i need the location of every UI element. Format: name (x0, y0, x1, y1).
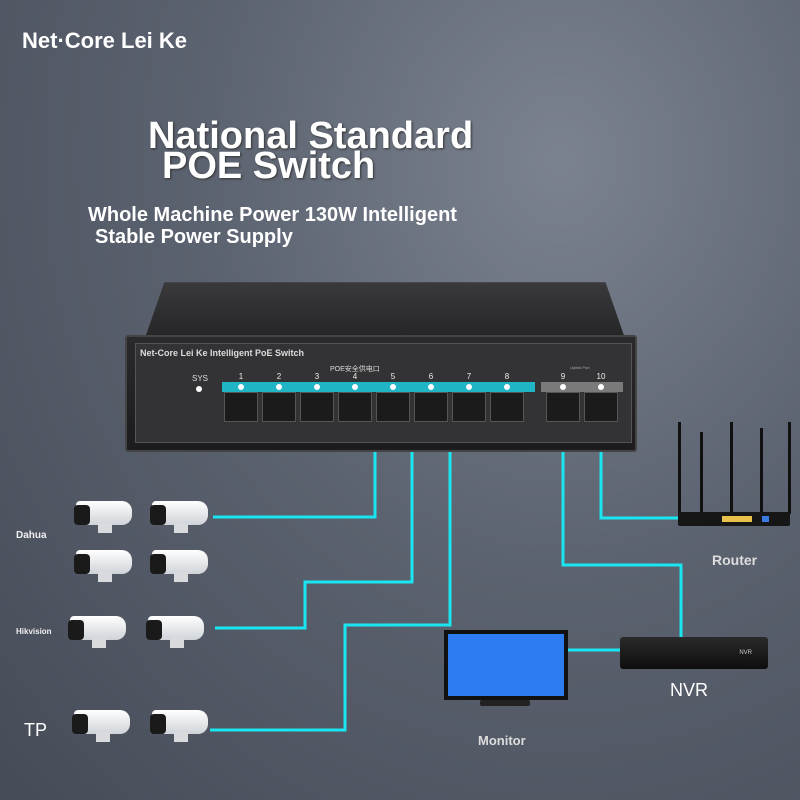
sys-label: SYS (192, 374, 209, 383)
cable-port5 (215, 420, 414, 630)
port-number-9: 9 (560, 372, 566, 381)
port-number-2: 2 (276, 372, 282, 381)
ethernet-port-1 (224, 392, 258, 422)
monitor (444, 630, 568, 700)
ethernet-port-5 (376, 392, 410, 422)
headline-line1: National Standard (148, 115, 474, 157)
port-led-5 (390, 384, 396, 390)
switch-top (145, 282, 625, 338)
monitor-stand (480, 700, 530, 706)
security-camera (70, 706, 132, 742)
cable-port10 (599, 420, 680, 520)
port-number-3: 3 (314, 372, 320, 381)
uplink-led-strip (541, 382, 623, 392)
poe-led-strip (222, 382, 535, 392)
port-number-7: 7 (466, 372, 472, 381)
port-led-6 (428, 384, 434, 390)
sys-led (196, 386, 202, 392)
router (672, 422, 794, 526)
monitor-screen (448, 634, 564, 696)
hikvision-label: Hikvision (16, 627, 52, 636)
ethernet-port-4 (338, 392, 372, 422)
port-led-7 (466, 384, 472, 390)
port-number-4: 4 (352, 372, 358, 381)
ethernet-port-2 (262, 392, 296, 422)
cable-port6 (210, 420, 452, 732)
tp-label: TP (24, 720, 48, 740)
nvr-label: NVR (670, 680, 709, 700)
ethernet-port-9 (546, 392, 580, 422)
dahua-label: Dahua (16, 530, 47, 541)
port-number-1: 1 (238, 372, 244, 381)
port-number-6: 6 (428, 372, 434, 381)
security-camera (72, 497, 134, 533)
port-led-1 (238, 384, 244, 390)
subheadline-line2: Stable Power Supply (95, 226, 293, 248)
port-led-2 (276, 384, 282, 390)
security-camera (148, 706, 210, 742)
headline-line2: POE Switch (162, 145, 376, 187)
subheadline-line1: Whole Machine Power 130W Intelligent (88, 204, 457, 226)
security-camera (66, 612, 128, 648)
ethernet-port-3 (300, 392, 334, 422)
uplink-group-label: Uplink Port (570, 365, 590, 370)
port-led-9 (560, 384, 566, 390)
brand-title: Net·Core Lei Ke (22, 28, 188, 53)
ethernet-port-7 (452, 392, 486, 422)
security-camera (148, 497, 210, 533)
nvr-device: NVR (620, 637, 768, 669)
security-camera (144, 612, 206, 648)
port-number-8: 8 (504, 372, 510, 381)
switch-model-label: Net-Core Lei Ke Intelligent PoE Switch (140, 348, 305, 358)
security-camera (148, 546, 210, 582)
poe-group-label: POE安全供电口 (330, 366, 380, 373)
port-led-4 (352, 384, 358, 390)
router-label: Router (712, 552, 758, 568)
port-led-8 (504, 384, 510, 390)
cable-port4 (213, 420, 377, 519)
ethernet-port-6 (414, 392, 448, 422)
ethernet-port-10 (584, 392, 618, 422)
port-number-10: 10 (596, 372, 606, 381)
ethernet-port-8 (490, 392, 524, 422)
port-led-10 (598, 384, 604, 390)
security-camera (72, 546, 134, 582)
cable-port9 (561, 420, 683, 640)
port-number-5: 5 (390, 372, 396, 381)
nvr-device-label: NVR (739, 650, 752, 656)
port-led-3 (314, 384, 320, 390)
monitor-label: Monitor (478, 733, 526, 748)
